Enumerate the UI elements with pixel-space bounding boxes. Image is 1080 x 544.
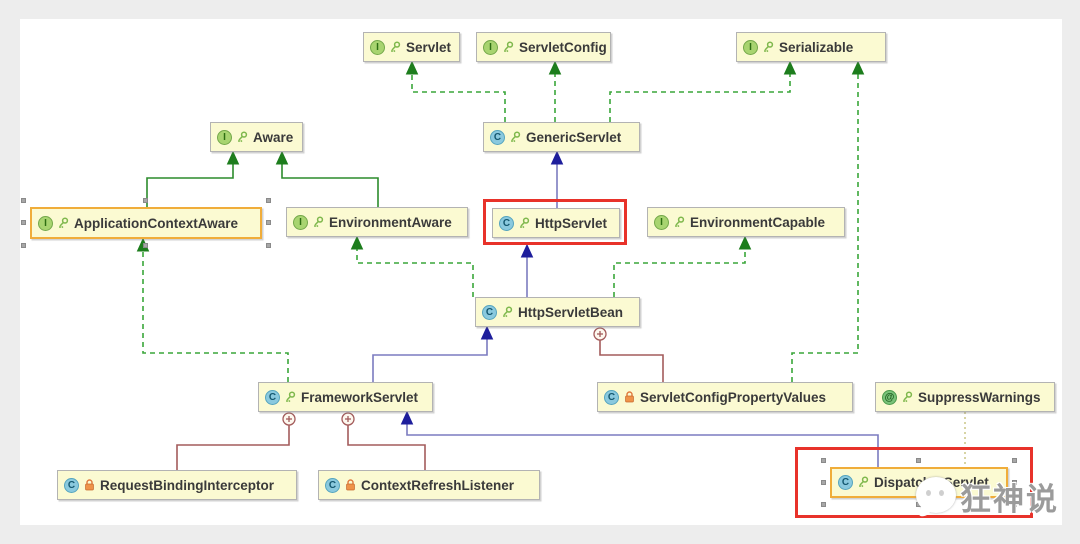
node-label: Serializable	[779, 39, 854, 55]
key-icon	[313, 215, 324, 229]
http-servlet-highlight	[483, 199, 627, 245]
class-icon: C	[325, 477, 340, 493]
selection-handle[interactable]	[916, 458, 921, 463]
lock-icon	[345, 478, 356, 492]
class-icon: C	[265, 389, 280, 405]
selection-handle[interactable]	[21, 198, 26, 203]
node-label: HttpServletBean	[518, 304, 624, 320]
interface-icon: I	[38, 215, 53, 231]
selection-handle[interactable]	[821, 458, 826, 463]
node-environment-capable[interactable]: I EnvironmentCapable	[647, 207, 845, 237]
node-label: RequestBindingInterceptor	[100, 477, 275, 493]
key-icon	[763, 40, 774, 54]
class-icon: C	[838, 475, 853, 490]
selection-handle[interactable]	[266, 198, 271, 203]
interface-icon: I	[654, 214, 669, 230]
interface-icon: I	[370, 39, 385, 55]
node-label: HttpServlet	[535, 215, 608, 231]
node-suppress-warnings[interactable]: @ SuppressWarnings	[875, 382, 1055, 412]
node-label: Servlet	[406, 39, 452, 55]
interface-icon: I	[743, 39, 758, 55]
key-icon	[519, 216, 530, 230]
key-icon	[902, 390, 913, 404]
key-icon	[390, 40, 401, 54]
node-label: EnvironmentCapable	[690, 214, 826, 230]
key-icon	[58, 216, 69, 230]
key-icon	[858, 476, 869, 489]
node-serializable[interactable]: I Serializable	[736, 32, 886, 62]
class-icon: C	[482, 304, 497, 320]
selection-handle[interactable]	[266, 243, 271, 248]
node-http-servlet-bean[interactable]: C HttpServletBean	[475, 297, 640, 327]
node-request-binding-interceptor[interactable]: C RequestBindingInterceptor	[57, 470, 297, 500]
selection-handle[interactable]	[1012, 458, 1017, 463]
node-http-servlet[interactable]: C HttpServlet	[492, 208, 620, 238]
selection-handle[interactable]	[266, 220, 271, 225]
watermark: 狂神说	[916, 474, 1059, 519]
node-environment-aware[interactable]: I EnvironmentAware	[286, 207, 468, 237]
node-servlet[interactable]: I Servlet	[363, 32, 460, 62]
node-label: GenericServlet	[526, 129, 622, 145]
key-icon	[674, 215, 685, 229]
selection-handle[interactable]	[143, 243, 148, 248]
node-application-context-aware[interactable]: I ApplicationContextAware	[30, 207, 262, 239]
node-label: Aware	[253, 129, 294, 145]
selection-handle[interactable]	[21, 220, 26, 225]
selection-handle[interactable]	[21, 243, 26, 248]
interface-icon: I	[217, 129, 232, 145]
key-icon	[510, 130, 521, 144]
selection-handle[interactable]	[1012, 479, 1017, 485]
key-icon	[237, 130, 248, 144]
node-generic-servlet[interactable]: C GenericServlet	[483, 122, 640, 152]
class-icon: C	[499, 215, 514, 231]
key-icon	[285, 390, 296, 404]
class-icon: C	[490, 129, 505, 145]
node-context-refresh-listener[interactable]: C ContextRefreshListener	[318, 470, 540, 500]
interface-icon: I	[293, 214, 308, 230]
node-dispatcher-servlet[interactable]: CDispatcherServlet	[830, 467, 1008, 498]
interface-icon: I	[483, 39, 498, 55]
node-label: FrameworkServlet	[301, 389, 419, 405]
lock-icon	[84, 478, 95, 492]
node-servlet-config[interactable]: I ServletConfig	[476, 32, 611, 62]
key-icon	[502, 305, 513, 319]
node-label: ContextRefreshListener	[361, 477, 515, 493]
selection-handle[interactable]	[143, 198, 148, 203]
lock-icon	[624, 390, 635, 404]
selection-handle[interactable]	[1012, 502, 1017, 507]
wechat-icon	[916, 476, 958, 518]
key-icon	[503, 40, 514, 54]
selection-handle[interactable]	[821, 479, 826, 485]
class-icon: C	[604, 389, 619, 405]
selection-handle[interactable]	[821, 502, 826, 507]
node-label: EnvironmentAware	[329, 214, 452, 230]
node-label: SuppressWarnings	[918, 389, 1041, 405]
node-aware[interactable]: I Aware	[210, 122, 303, 152]
dispatcher-servlet-highlight	[795, 447, 1033, 518]
watermark-text: 狂神说	[960, 482, 1059, 517]
node-servlet-config-property-values[interactable]: C ServletConfigPropertyValues	[597, 382, 853, 412]
annotation-icon: @	[882, 389, 897, 405]
class-icon: C	[64, 477, 79, 493]
node-label: ApplicationContextAware	[74, 215, 239, 231]
node-framework-servlet[interactable]: C FrameworkServlet	[258, 382, 433, 412]
node-label: ServletConfig	[519, 39, 607, 55]
node-label: ServletConfigPropertyValues	[640, 389, 827, 405]
